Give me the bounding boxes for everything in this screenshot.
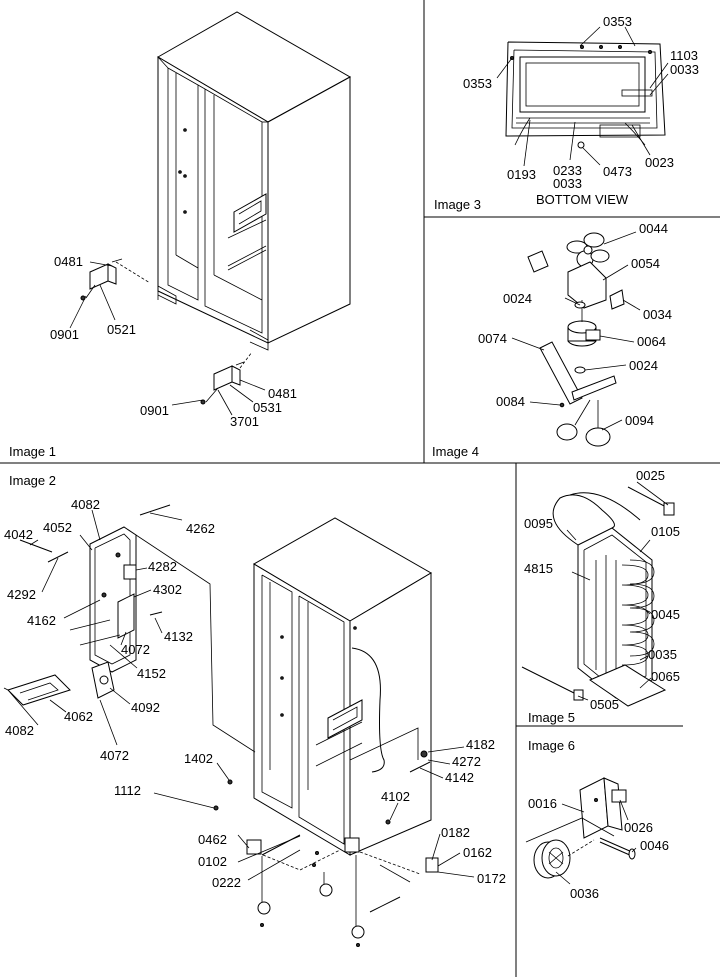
image4-leaders [511, 231, 641, 431]
panel-title-image5: Image 5 [528, 710, 575, 725]
part-label: 1103 [670, 48, 698, 63]
panel-title-image6: Image 6 [528, 738, 575, 753]
image3-leaders [496, 26, 669, 167]
part-label: 4102 [381, 789, 410, 804]
part-label: 1112 [114, 783, 141, 798]
part-label: 0105 [651, 524, 680, 539]
part-label: 0102 [198, 854, 227, 869]
image6-leaders [555, 799, 637, 885]
image3-labels: 0353 0353 1103 0033 0193 0233 0033 0473 … [463, 14, 699, 207]
image2-cabinet [213, 517, 439, 947]
part-label: 0054 [631, 256, 660, 271]
part-label: 4132 [164, 629, 193, 644]
part-label: 4072 [121, 642, 150, 657]
view-caption: BOTTOM VIEW [536, 192, 629, 207]
part-label: 0023 [645, 155, 674, 170]
part-label: 0094 [625, 413, 654, 428]
image5-labels: 0025 0095 0105 4815 0045 0035 0065 0505 [524, 468, 680, 712]
part-label: 4282 [148, 559, 177, 574]
part-label: 0016 [528, 796, 557, 811]
part-label: 0462 [198, 832, 227, 847]
part-label: 4082 [5, 723, 34, 738]
part-label: 0531 [253, 400, 282, 415]
part-label: 0025 [636, 468, 665, 483]
part-label: 0162 [463, 845, 492, 860]
part-label: 4042 [4, 527, 33, 542]
part-label: 0033 [670, 62, 699, 77]
panel-title-image4: Image 4 [432, 444, 479, 459]
image4-labels: 0044 0054 0024 0034 0074 0064 0024 0084 … [478, 221, 672, 428]
part-label: 4292 [7, 587, 36, 602]
image3-bottom-view [505, 41, 666, 149]
part-label: 0044 [639, 221, 668, 236]
part-label: 0045 [651, 607, 680, 622]
part-label: 4162 [27, 613, 56, 628]
part-label: 0901 [50, 327, 79, 342]
part-label: 0035 [648, 647, 677, 662]
part-label: 0046 [640, 838, 669, 853]
part-label: 4182 [466, 737, 495, 752]
part-label: 0034 [643, 307, 672, 322]
part-label: 0074 [478, 331, 507, 346]
image1-labels: 0481 0901 0521 0481 0901 0531 3701 [50, 254, 297, 429]
part-label: 0095 [524, 516, 553, 531]
part-label: 4072 [100, 748, 129, 763]
panel-title-image2: Image 2 [9, 473, 56, 488]
panel-title-image1: Image 1 [9, 444, 56, 459]
part-label: 0505 [590, 697, 619, 712]
image5-leaders [566, 481, 669, 701]
part-label: 0481 [54, 254, 83, 269]
image2-left-bracket [3, 504, 256, 753]
part-label: 0033 [553, 176, 582, 191]
part-label: 0036 [570, 886, 599, 901]
part-label: 4302 [153, 582, 182, 597]
part-label: 4262 [186, 521, 215, 536]
part-label: 4272 [452, 754, 481, 769]
part-label: 4062 [64, 709, 93, 724]
panel-title-image3: Image 3 [434, 197, 481, 212]
part-label: 0172 [477, 871, 506, 886]
image4-fan-motor [527, 232, 625, 447]
part-label: 0222 [212, 875, 241, 890]
part-label: 4815 [524, 561, 553, 576]
part-label: 0481 [268, 386, 297, 401]
image2-leaders [7, 509, 475, 881]
part-label: 0024 [503, 291, 532, 306]
part-label: 0065 [651, 669, 680, 684]
part-label: 4152 [137, 666, 166, 681]
part-label: 0353 [603, 14, 632, 29]
part-label: 0084 [496, 394, 525, 409]
image6-roller [525, 777, 636, 879]
part-label: 0024 [629, 358, 658, 373]
part-label: 0353 [463, 76, 492, 91]
part-label: 4052 [43, 520, 72, 535]
part-label: 0182 [441, 825, 470, 840]
part-label: 0473 [603, 164, 632, 179]
image1-leaders [69, 261, 266, 416]
part-label: 3701 [230, 414, 259, 429]
image5-evaporator [521, 486, 675, 707]
part-label: 0064 [637, 334, 666, 349]
image2-labels: 4082 4262 4042 4052 4282 4302 4292 4162 … [4, 497, 506, 890]
part-label: 0026 [624, 820, 653, 835]
part-label: 0193 [507, 167, 536, 182]
part-label: 0521 [107, 322, 136, 337]
part-label: 4142 [445, 770, 474, 785]
image6-labels: 0016 0026 0046 0036 [528, 796, 669, 901]
part-label: 0233 [553, 163, 582, 178]
part-label: 4082 [71, 497, 100, 512]
part-label: 0901 [140, 403, 169, 418]
part-label: 1402 [184, 751, 213, 766]
part-label: 4092 [131, 700, 160, 715]
image1-cabinet [80, 11, 352, 405]
